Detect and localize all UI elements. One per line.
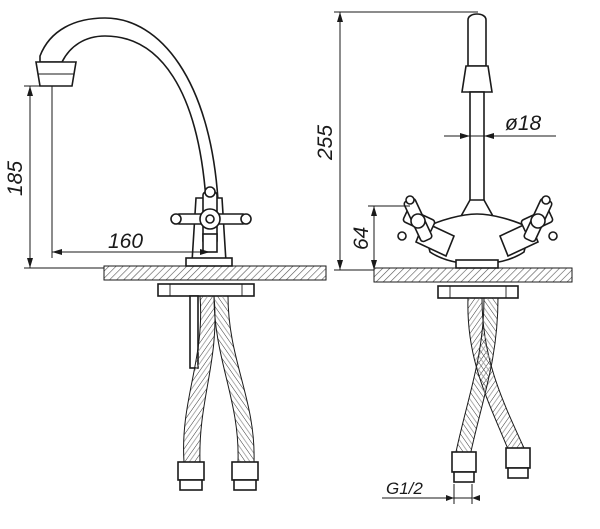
side-hose-left	[183, 295, 216, 463]
front-spout	[467, 13, 487, 67]
front-countertop	[373, 267, 573, 283]
dim-thread: G1/2	[386, 479, 423, 498]
dim-spout-reach: 160	[108, 230, 143, 253]
dim-side-height: 185	[4, 161, 27, 196]
side-countertop	[103, 265, 327, 281]
side-view: 185 160	[4, 17, 327, 491]
side-stud	[189, 295, 199, 369]
side-hose-right	[213, 295, 255, 463]
front-right-cross-handle	[520, 195, 558, 243]
dim-spout-diameter: ø18	[505, 112, 542, 135]
side-cross-handle	[170, 186, 252, 253]
front-left-cross-handle	[397, 195, 436, 243]
dim-handle-height: 64	[350, 227, 373, 250]
front-spout-stem	[469, 91, 485, 205]
dim-front-height: 255	[314, 125, 337, 161]
side-mounting-nut	[157, 283, 255, 297]
front-view: 255 64 ø18 G1/2	[314, 11, 573, 504]
side-spout	[39, 17, 219, 201]
